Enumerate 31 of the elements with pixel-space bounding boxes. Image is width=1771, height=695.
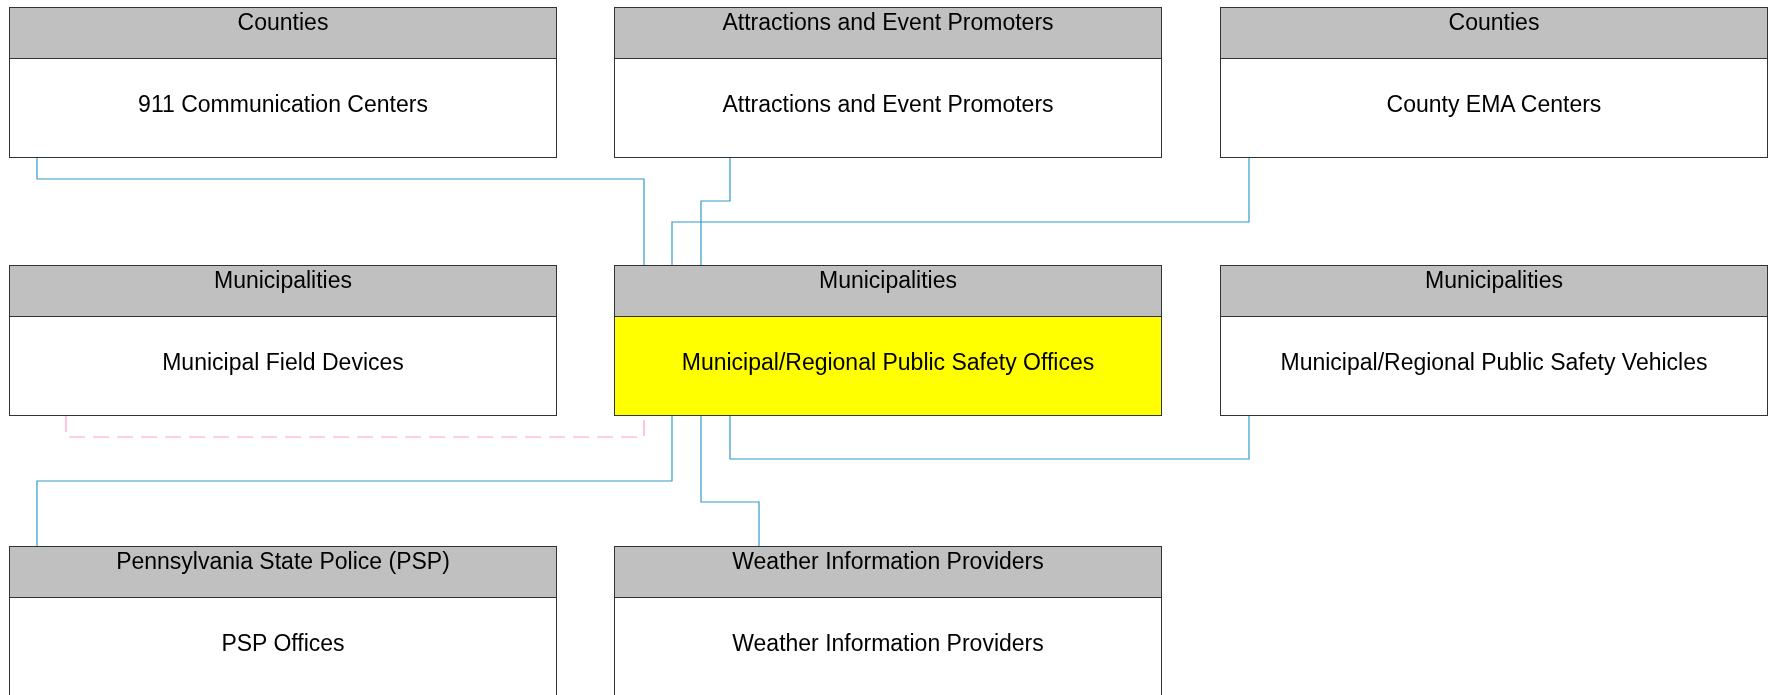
card-title: PSP Offices (221, 631, 345, 655)
card-header: Counties (237, 9, 329, 35)
connector-line (36, 157, 645, 266)
connector-line (65, 415, 645, 438)
entity-card (1220, 265, 1768, 416)
entity-card (9, 265, 557, 416)
connector-line (36, 415, 673, 547)
entity-card (614, 265, 1162, 416)
card-title: Municipal Field Devices (162, 350, 404, 374)
card-title: County EMA Centers (1386, 92, 1602, 116)
entity-card (9, 546, 557, 695)
entity-card (1220, 7, 1768, 158)
card-header: Weather Information Providers (732, 548, 1044, 574)
connector-line (700, 157, 731, 266)
connector-line (729, 415, 1250, 460)
card-title: 911 Communication Centers (138, 92, 428, 116)
entity-card (9, 7, 557, 158)
connector-line (700, 415, 760, 547)
card-title: Municipal/Regional Public Safety Offices (681, 350, 1095, 374)
card-title: Attractions and Event Promoters (722, 92, 1054, 116)
card-header: Pennsylvania State Police (PSP) (116, 548, 450, 574)
card-title: Weather Information Providers (732, 631, 1044, 655)
entity-card (614, 546, 1162, 695)
card-header: Attractions and Event Promoters (722, 9, 1054, 35)
entity-card (614, 7, 1162, 158)
card-header: Municipalities (818, 267, 958, 293)
connector-line (671, 157, 1250, 266)
card-title: Municipal/Regional Public Safety Vehicles (1280, 350, 1708, 374)
card-header: Municipalities (213, 267, 353, 293)
card-header: Counties (1448, 9, 1540, 35)
card-header: Municipalities (1424, 267, 1564, 293)
